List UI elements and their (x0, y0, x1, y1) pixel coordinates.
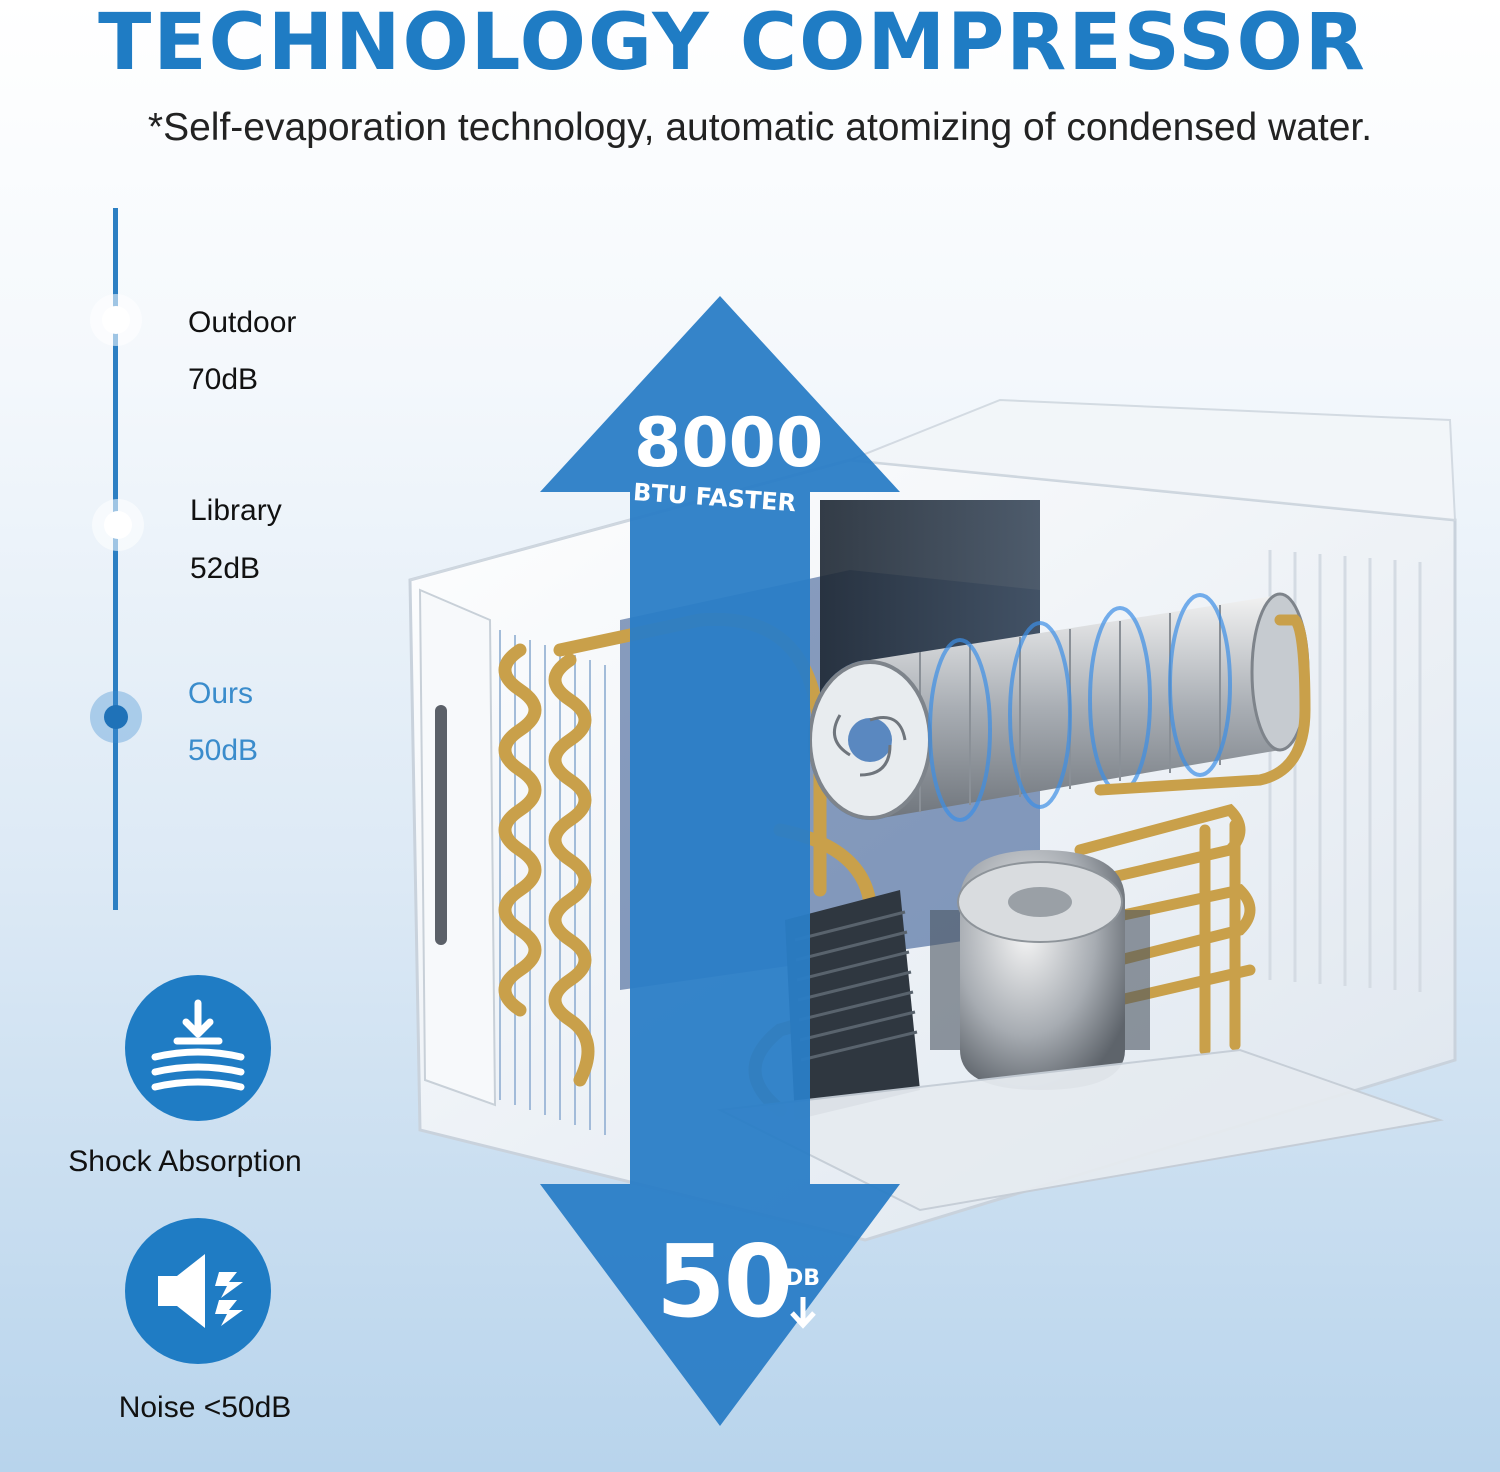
noise-value-library: 52dB (190, 552, 261, 585)
timeline-dot-ours (104, 705, 128, 729)
shock-absorption-icon (125, 975, 271, 1121)
noise-label-ours: Ours (188, 677, 254, 710)
speaker-noise-icon (125, 1218, 271, 1364)
noise-value-ours: 50dB (188, 734, 259, 767)
performance-arrow (540, 296, 900, 1426)
timeline-line (113, 208, 118, 910)
noise-db-unit: DB (785, 1266, 821, 1291)
noise-db-value: 50 (656, 1223, 793, 1340)
noise-label-library: Library (190, 494, 282, 527)
noise-value-outdoor: 70dB (188, 363, 259, 396)
btu-value: 8000 (634, 404, 824, 483)
timeline-dot-library (104, 511, 132, 539)
noise-label-outdoor: Outdoor (188, 306, 297, 339)
page-subtitle: *Self-evaporation technology, automatic … (147, 106, 1373, 149)
shock-absorption-label: Shock Absorption (68, 1145, 302, 1178)
page-title: TECHNOLOGY COMPRESSOR (98, 0, 1367, 88)
timeline-dot-outdoor (102, 306, 130, 334)
arrow-down-icon (790, 1297, 816, 1329)
noise-feature-label: Noise <50dB (118, 1391, 292, 1424)
